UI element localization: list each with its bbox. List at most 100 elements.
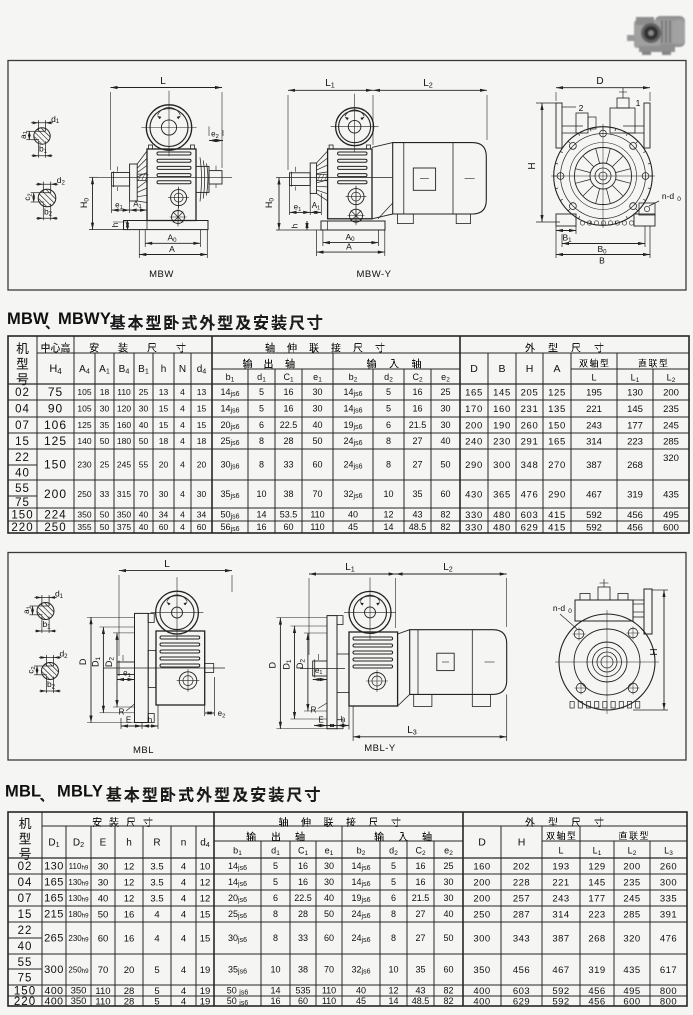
svg-text:5: 5: [386, 387, 391, 397]
svg-text:223: 223: [588, 909, 605, 920]
svg-text:B: B: [599, 256, 605, 266]
svg-text:415: 415: [548, 510, 566, 521]
svg-text:L1: L1: [325, 78, 335, 90]
svg-text:b2: b2: [349, 372, 358, 383]
svg-text:40: 40: [348, 510, 358, 520]
svg-text:14js6: 14js6: [344, 404, 363, 415]
svg-text:L3: L3: [664, 846, 673, 857]
svg-text:43: 43: [415, 986, 425, 996]
svg-text:110: 110: [117, 387, 131, 397]
svg-text:8: 8: [259, 436, 264, 446]
svg-text:D2: D2: [295, 659, 306, 670]
svg-text:4: 4: [181, 861, 186, 872]
svg-text:629: 629: [521, 522, 539, 533]
svg-text:20js6: 20js6: [221, 420, 240, 431]
svg-text:260: 260: [660, 861, 677, 872]
svg-text:348: 348: [521, 460, 539, 471]
svg-text:287: 287: [513, 909, 530, 920]
svg-text:300: 300: [473, 933, 490, 944]
svg-text:617: 617: [660, 965, 677, 976]
svg-text:16: 16: [415, 877, 425, 887]
svg-text:30: 30: [443, 877, 453, 887]
svg-text:16: 16: [124, 909, 135, 920]
svg-text:12: 12: [124, 861, 135, 872]
svg-text:D: D: [596, 76, 603, 87]
svg-text:230: 230: [493, 436, 511, 447]
svg-text:592: 592: [586, 522, 602, 533]
svg-text:60: 60: [283, 522, 293, 532]
svg-text:245: 245: [623, 893, 640, 904]
svg-text:45: 45: [348, 522, 358, 532]
svg-text:50: 50: [139, 436, 149, 446]
svg-text:L1: L1: [345, 562, 355, 574]
svg-text:40: 40: [18, 941, 33, 953]
svg-text:106: 106: [44, 418, 67, 432]
svg-text:A4: A4: [79, 364, 90, 376]
svg-text:19: 19: [200, 996, 211, 1007]
svg-text:14js6: 14js6: [221, 387, 240, 398]
svg-text:14: 14: [256, 510, 266, 520]
svg-text:160: 160: [493, 404, 511, 415]
svg-text:40: 40: [440, 436, 450, 446]
svg-text:245: 245: [663, 421, 679, 432]
svg-text:D1: D1: [282, 659, 293, 670]
svg-text:b2: b2: [44, 206, 53, 217]
svg-text:d2: d2: [389, 846, 398, 857]
svg-text:38: 38: [283, 489, 293, 499]
svg-text:135: 135: [548, 404, 566, 415]
svg-text:50 js6: 50 js6: [227, 996, 249, 1007]
svg-text:e2: e2: [211, 130, 219, 140]
svg-text:290: 290: [548, 489, 566, 500]
svg-text:30: 30: [197, 489, 207, 499]
svg-text:32js6: 32js6: [352, 965, 371, 976]
svg-text:70: 70: [324, 965, 334, 975]
svg-text:355: 355: [77, 522, 91, 532]
svg-text:18: 18: [197, 436, 207, 446]
svg-text:45: 45: [356, 996, 366, 1006]
svg-text:24js6: 24js6: [344, 436, 363, 447]
svg-text:221: 221: [552, 877, 569, 888]
svg-text:D: D: [478, 837, 486, 849]
svg-text:b1: b1: [39, 144, 48, 155]
svg-text:223: 223: [627, 437, 643, 448]
svg-text:50: 50: [324, 909, 334, 919]
svg-text:d1: d1: [257, 372, 266, 383]
svg-text:R: R: [119, 708, 125, 717]
svg-text:14: 14: [388, 996, 398, 1006]
svg-text:6: 6: [259, 420, 264, 430]
svg-text:R: R: [153, 838, 160, 849]
svg-text:435: 435: [663, 490, 679, 501]
svg-text:MBWY: MBWY: [58, 310, 111, 328]
svg-text:07: 07: [15, 420, 30, 432]
svg-text:10: 10: [383, 489, 393, 499]
svg-text:02: 02: [15, 387, 30, 399]
svg-text:60: 60: [197, 522, 207, 532]
svg-text:4: 4: [181, 933, 186, 944]
svg-text:d1: d1: [51, 114, 60, 125]
svg-text:16: 16: [283, 404, 293, 414]
svg-text:D: D: [267, 661, 277, 668]
svg-text:d1: d1: [55, 589, 64, 600]
svg-text:L1: L1: [593, 846, 602, 857]
svg-text:400: 400: [473, 986, 490, 997]
svg-text:50: 50: [98, 909, 109, 920]
svg-text:16: 16: [283, 387, 293, 397]
svg-text:15: 15: [197, 404, 207, 414]
svg-text:350: 350: [71, 986, 87, 997]
svg-text:A: A: [346, 241, 352, 251]
svg-text:6: 6: [386, 420, 391, 430]
svg-text:H4: H4: [49, 363, 62, 376]
svg-text:300: 300: [44, 964, 64, 976]
svg-text:13: 13: [197, 387, 207, 397]
svg-text:270: 270: [548, 460, 566, 471]
svg-text:16: 16: [298, 861, 308, 871]
svg-text:400: 400: [44, 985, 63, 997]
svg-text:D: D: [470, 363, 478, 375]
svg-text:30js6: 30js6: [221, 460, 240, 471]
svg-text:75: 75: [48, 385, 63, 399]
svg-text:60: 60: [440, 489, 450, 499]
svg-text:b2: b2: [357, 846, 366, 857]
svg-text:48.5: 48.5: [409, 522, 427, 532]
svg-text:40: 40: [15, 468, 30, 480]
svg-text:221: 221: [586, 404, 602, 415]
